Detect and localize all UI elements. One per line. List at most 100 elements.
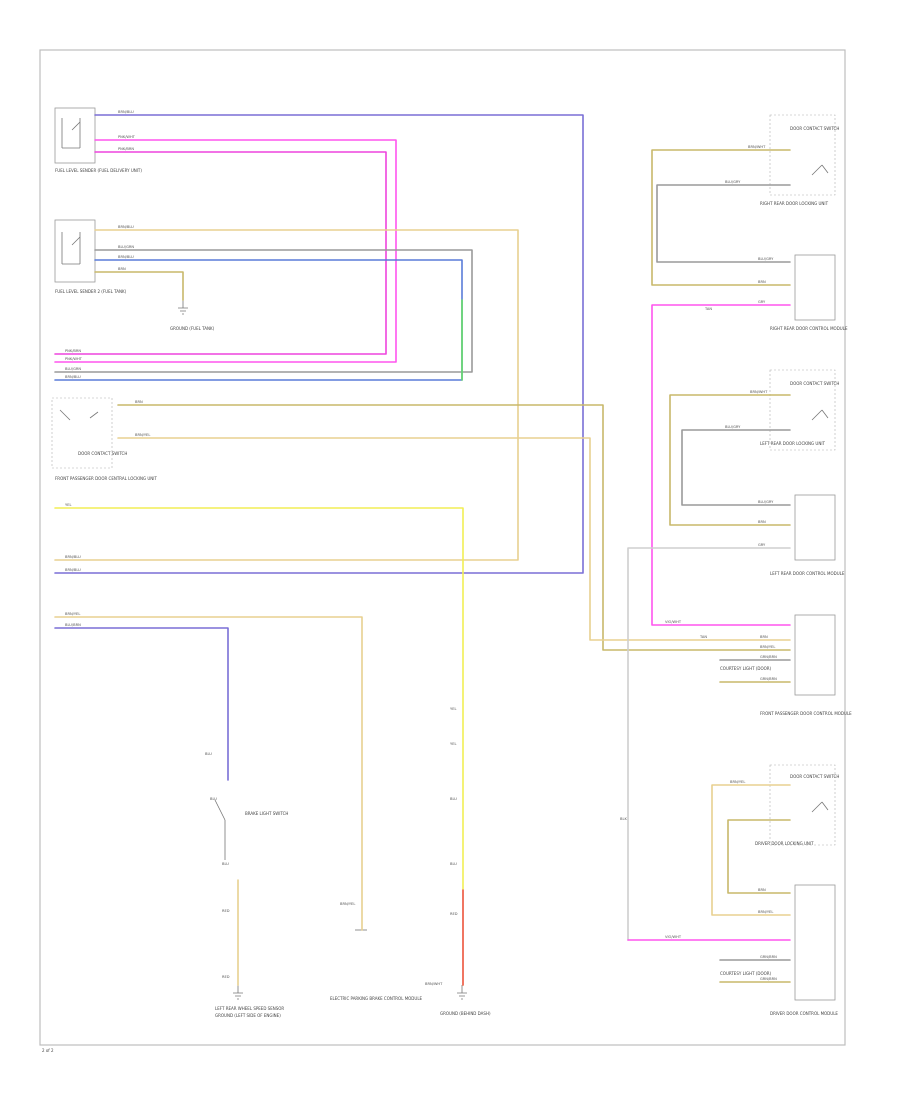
left-rear-door-contact-switch: DOOR CONTACT SWITCH LEFT REAR DOOR LOCKI… <box>760 369 839 451</box>
wire-lr-olive <box>669 394 791 526</box>
wire-label: YEL <box>450 742 456 746</box>
wire-tan-fuel <box>54 229 519 561</box>
wire-label: BRN/BLU <box>65 568 81 572</box>
fuel-level-sender-2: FUEL LEVEL SENDER 2 (FUEL TANK) <box>54 219 127 294</box>
page-number: 2 of 2 <box>42 1048 54 1053</box>
wire-violet-top <box>54 114 584 574</box>
wire-label: BLU <box>450 797 457 801</box>
wire-label: GRN/BRN <box>760 677 777 681</box>
courtesy-light-right-label: COURTESY LIGHT (DOOR) <box>720 666 772 671</box>
wire-gray <box>54 249 473 373</box>
left-rear-wheel-label: LEFT REAR WHEEL SPEED SENSOR <box>215 1006 284 1011</box>
right-rear-door-contact-switch: DOOR CONTACT SWITCH RIGHT REAR DOOR LOCK… <box>760 114 839 206</box>
wire-label: BRN/YEL <box>730 780 745 784</box>
wire-label: BRN/YEL <box>65 612 80 616</box>
left-rear-door-contact-label: DOOR CONTACT SWITCH <box>790 381 839 386</box>
wire-label: BLU <box>450 862 457 866</box>
electric-parking-brake-module: ELECTRIC PARKING BRAKE CONTROL MODULE <box>330 929 423 1001</box>
wire-label: PNK/WHT <box>65 357 83 361</box>
wire-label: BRN/BLU <box>65 555 81 559</box>
wire-door-yel <box>117 437 791 641</box>
fuel-level-sender-1: FUEL LEVEL SENDER (FUEL DELIVERY UNIT) <box>54 107 142 173</box>
left-rear-module-label: LEFT REAR DOOR CONTROL MODULE <box>770 571 845 576</box>
left-rear-locking-label: LEFT REAR DOOR LOCKING UNIT <box>760 441 826 446</box>
wire-label: BLU/GRN <box>65 367 81 371</box>
wire-rr-pink <box>651 304 791 626</box>
wire-label: BLU/GRN <box>118 245 134 249</box>
wire-label: BLU/GRY <box>725 180 741 184</box>
driver-door-control-module: COURTESY LIGHT (DOOR) DRIVER DOOR CONTRO… <box>720 884 838 1016</box>
wire-label: BRN <box>758 888 766 892</box>
front-door-contact-switch: DOOR CONTACT SWITCH FRONT PASSENGER DOOR… <box>51 397 157 481</box>
ground-fuel-tank: GROUND (FUEL TANK) <box>170 300 215 331</box>
wire-rr-gray <box>656 184 791 263</box>
right-rear-module-label: RIGHT REAR DOOR CONTROL MODULE <box>770 326 848 331</box>
wire-label: BRN <box>758 280 766 284</box>
wire-label: BRN/WHT <box>425 982 443 986</box>
diagram-frame <box>39 49 846 1046</box>
wire-label: GRY <box>758 543 766 547</box>
wire-label: YEL <box>65 503 71 507</box>
wire-label: BRN/YEL <box>340 902 355 906</box>
driver-module-label: DRIVER DOOR CONTROL MODULE <box>770 1011 838 1016</box>
right-rear-door-contact-label: DOOR CONTACT SWITCH <box>790 126 839 131</box>
wires <box>54 114 791 986</box>
wire-label: VIO/WHT <box>665 935 682 939</box>
wire-label: GRN/BRN <box>760 655 777 659</box>
wire-label: BRN <box>118 267 126 271</box>
wire-label: BLU <box>205 752 212 756</box>
driver-door-contact-switch: DOOR CONTACT SWITCH DRIVER DOOR LOCKING … <box>755 764 839 846</box>
wire-label: BRN/YEL <box>758 910 773 914</box>
wire-label: BLK <box>620 817 627 821</box>
wire-label: BRN <box>760 635 768 639</box>
wire-dr-olive <box>727 819 791 894</box>
wire-label: BRN/BLU <box>65 375 81 379</box>
wire-label: PNK/WHT <box>118 135 136 139</box>
wire-label: BLU/GRY <box>758 500 774 504</box>
wire-label: BLU/BRN <box>65 623 81 627</box>
ground-left-label: GROUND (LEFT SIDE OF ENGINE) <box>215 1013 281 1018</box>
wire-lr-gray <box>681 429 791 506</box>
front-door-contact-label: DOOR CONTACT SWITCH <box>78 451 127 456</box>
driver-locking-label: DRIVER DOOR LOCKING UNIT <box>755 841 814 846</box>
wire-label: BRN/YEL <box>760 645 775 649</box>
brake-switch-label: BRAKE LIGHT SWITCH <box>245 811 288 816</box>
fuel-sender-1-label: FUEL LEVEL SENDER (FUEL DELIVERY UNIT) <box>55 168 142 173</box>
wire-label: BLU <box>210 797 217 801</box>
wire-label: BRN/BLU <box>118 225 134 229</box>
wire-label: BRN/WHT <box>750 390 768 394</box>
ground-behind-dash: GROUND (BEHIND DASH) <box>440 985 491 1016</box>
wire-label: TAN <box>704 307 712 311</box>
wire-label: RED <box>450 912 458 916</box>
ground-left-engine: LEFT REAR WHEEL SPEED SENSOR GROUND (LEF… <box>215 985 284 1018</box>
wire-label: BRN <box>758 520 766 524</box>
brake-light-switch: BRAKE LIGHT SWITCH <box>214 799 288 860</box>
wire-label: BLU/GRY <box>758 257 774 261</box>
wire-violet-brake <box>54 627 229 781</box>
wire-lr-light <box>627 547 791 941</box>
wire-label: BLU/GRY <box>725 425 741 429</box>
wire-label: GRN/BRN <box>760 977 777 981</box>
wire-label: BRN/BLU <box>118 110 134 114</box>
wire-label: BRN <box>135 400 143 404</box>
fuel-sender-2-label: FUEL LEVEL SENDER 2 (FUEL TANK) <box>55 289 127 294</box>
wire-label: BRN/WHT <box>748 145 766 149</box>
wire-pink-2 <box>54 151 387 355</box>
right-rear-locking-label: RIGHT REAR DOOR LOCKING UNIT <box>760 201 829 206</box>
wire-label: BRN/YEL <box>135 433 150 437</box>
wire-dr-tan <box>711 784 791 916</box>
wire-yellow-long <box>54 507 464 986</box>
wire-door-brn <box>117 404 791 651</box>
wire-rr-olive <box>651 149 791 286</box>
front-passenger-door-control-module: COURTESY LIGHT (DOOR) FRONT PASSENGER DO… <box>720 614 852 716</box>
wire-label: BRN/BLU <box>118 255 134 259</box>
courtesy-light-left-label: COURTESY LIGHT (DOOR) <box>720 971 772 976</box>
ground-right-label: GROUND (BEHIND DASH) <box>440 1011 491 1016</box>
left-rear-door-control-module: LEFT REAR DOOR CONTROL MODULE <box>770 494 845 576</box>
wire-brown-ground <box>94 271 184 301</box>
wire-label: RED <box>222 975 230 979</box>
wire-tan-epb <box>54 616 363 931</box>
wire-label: PNK/BRN <box>65 349 81 353</box>
wire-label: GRY <box>758 300 766 304</box>
